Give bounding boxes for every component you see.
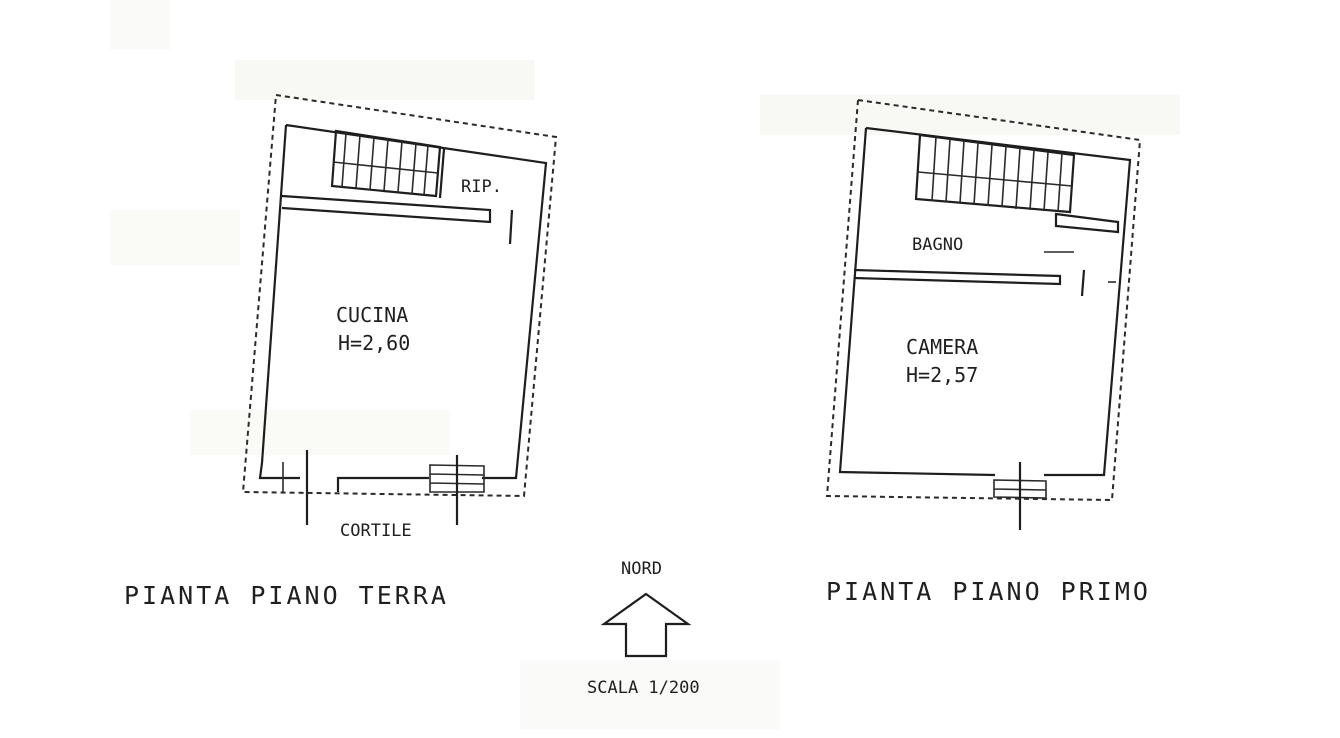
- scale-label: SCALA 1/200: [587, 678, 700, 698]
- north-label: NORD: [621, 559, 662, 579]
- ground-floor-plan: RIP. CUCINA H=2,60 CORTILE: [241, 93, 558, 541]
- bedroom-label: CAMERA: [906, 335, 978, 359]
- ground-floor-staircase: [330, 129, 442, 198]
- scan-noise: [110, 0, 1180, 730]
- storage-label: RIP.: [461, 177, 502, 197]
- courtyard-label: CORTILE: [340, 521, 412, 541]
- first-floor-staircase: [914, 133, 1120, 234]
- first-floor-inner-wall: [838, 126, 1132, 477]
- ground-floor-storage-partition: [281, 148, 514, 245]
- ground-floor-openings: [282, 450, 485, 525]
- ground-floor-outer-wall: [241, 93, 558, 498]
- bedroom-height-label: H=2,57: [906, 363, 978, 387]
- ground-floor-title: PIANTA PIANO TERRA: [124, 581, 449, 610]
- kitchen-height-label: H=2,60: [338, 331, 410, 355]
- first-floor-bathroom-partition: [853, 251, 1116, 297]
- kitchen-label: CUCINA: [336, 303, 408, 327]
- first-floor-openings: [993, 462, 1047, 530]
- bathroom-label: BAGNO: [912, 235, 963, 255]
- first-floor-outer-wall: [825, 98, 1142, 502]
- north-arrow-icon: [600, 592, 692, 658]
- first-floor-title: PIANTA PIANO PRIMO: [826, 577, 1151, 606]
- north-arrow: [600, 592, 692, 658]
- first-floor-plan: BAGNO CAMERA H=2,57: [825, 98, 1142, 530]
